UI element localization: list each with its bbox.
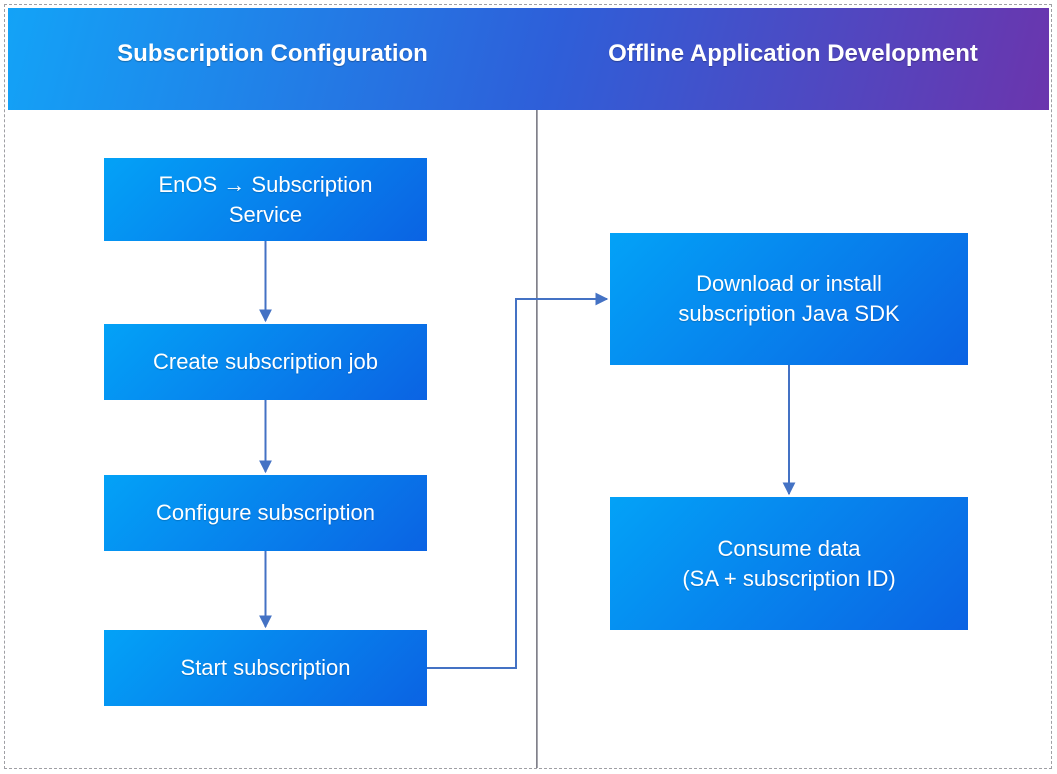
node-label-line: (SA + subscription ID) — [682, 565, 896, 591]
node-label-line: Start subscription — [180, 655, 351, 680]
flow-node-create-subscription-job: Create subscription job — [104, 324, 427, 400]
node-label-line: Create subscription job — [152, 349, 378, 374]
node-label-line: EnOS → Subscription — [158, 171, 373, 197]
header-band: Subscription Configuration Offline Appli… — [8, 8, 1049, 110]
header-cell-left: Subscription Configuration — [8, 8, 537, 110]
node-label-line: Service — [228, 201, 303, 227]
node-label-line: Download or install — [696, 271, 882, 296]
node-label-line: subscription Java SDK — [678, 301, 900, 326]
flow-node-download-install-sdk: Download or install subscription Java SD… — [610, 233, 968, 365]
flow-node-configure-subscription: Configure subscription — [104, 475, 427, 551]
node-label-line: Consume data — [717, 535, 861, 561]
header-cell-right: Offline Application Development — [537, 8, 1049, 110]
flow-node-start-subscription: Start subscription — [104, 630, 427, 706]
flow-node-consume-data: Consume data (SA + subscription ID) — [610, 497, 968, 630]
section-title-offline-application-development: Offline Application Development — [608, 40, 978, 67]
node-label-line: Configure subscription — [156, 500, 375, 525]
section-title-subscription-configuration: Subscription Configuration — [117, 40, 428, 67]
arrow-start-subscription-to-sdk — [427, 292, 609, 669]
section-divider — [536, 110, 538, 768]
flow-node-enos-subscription-service: EnOS → Subscription Service — [104, 158, 427, 241]
